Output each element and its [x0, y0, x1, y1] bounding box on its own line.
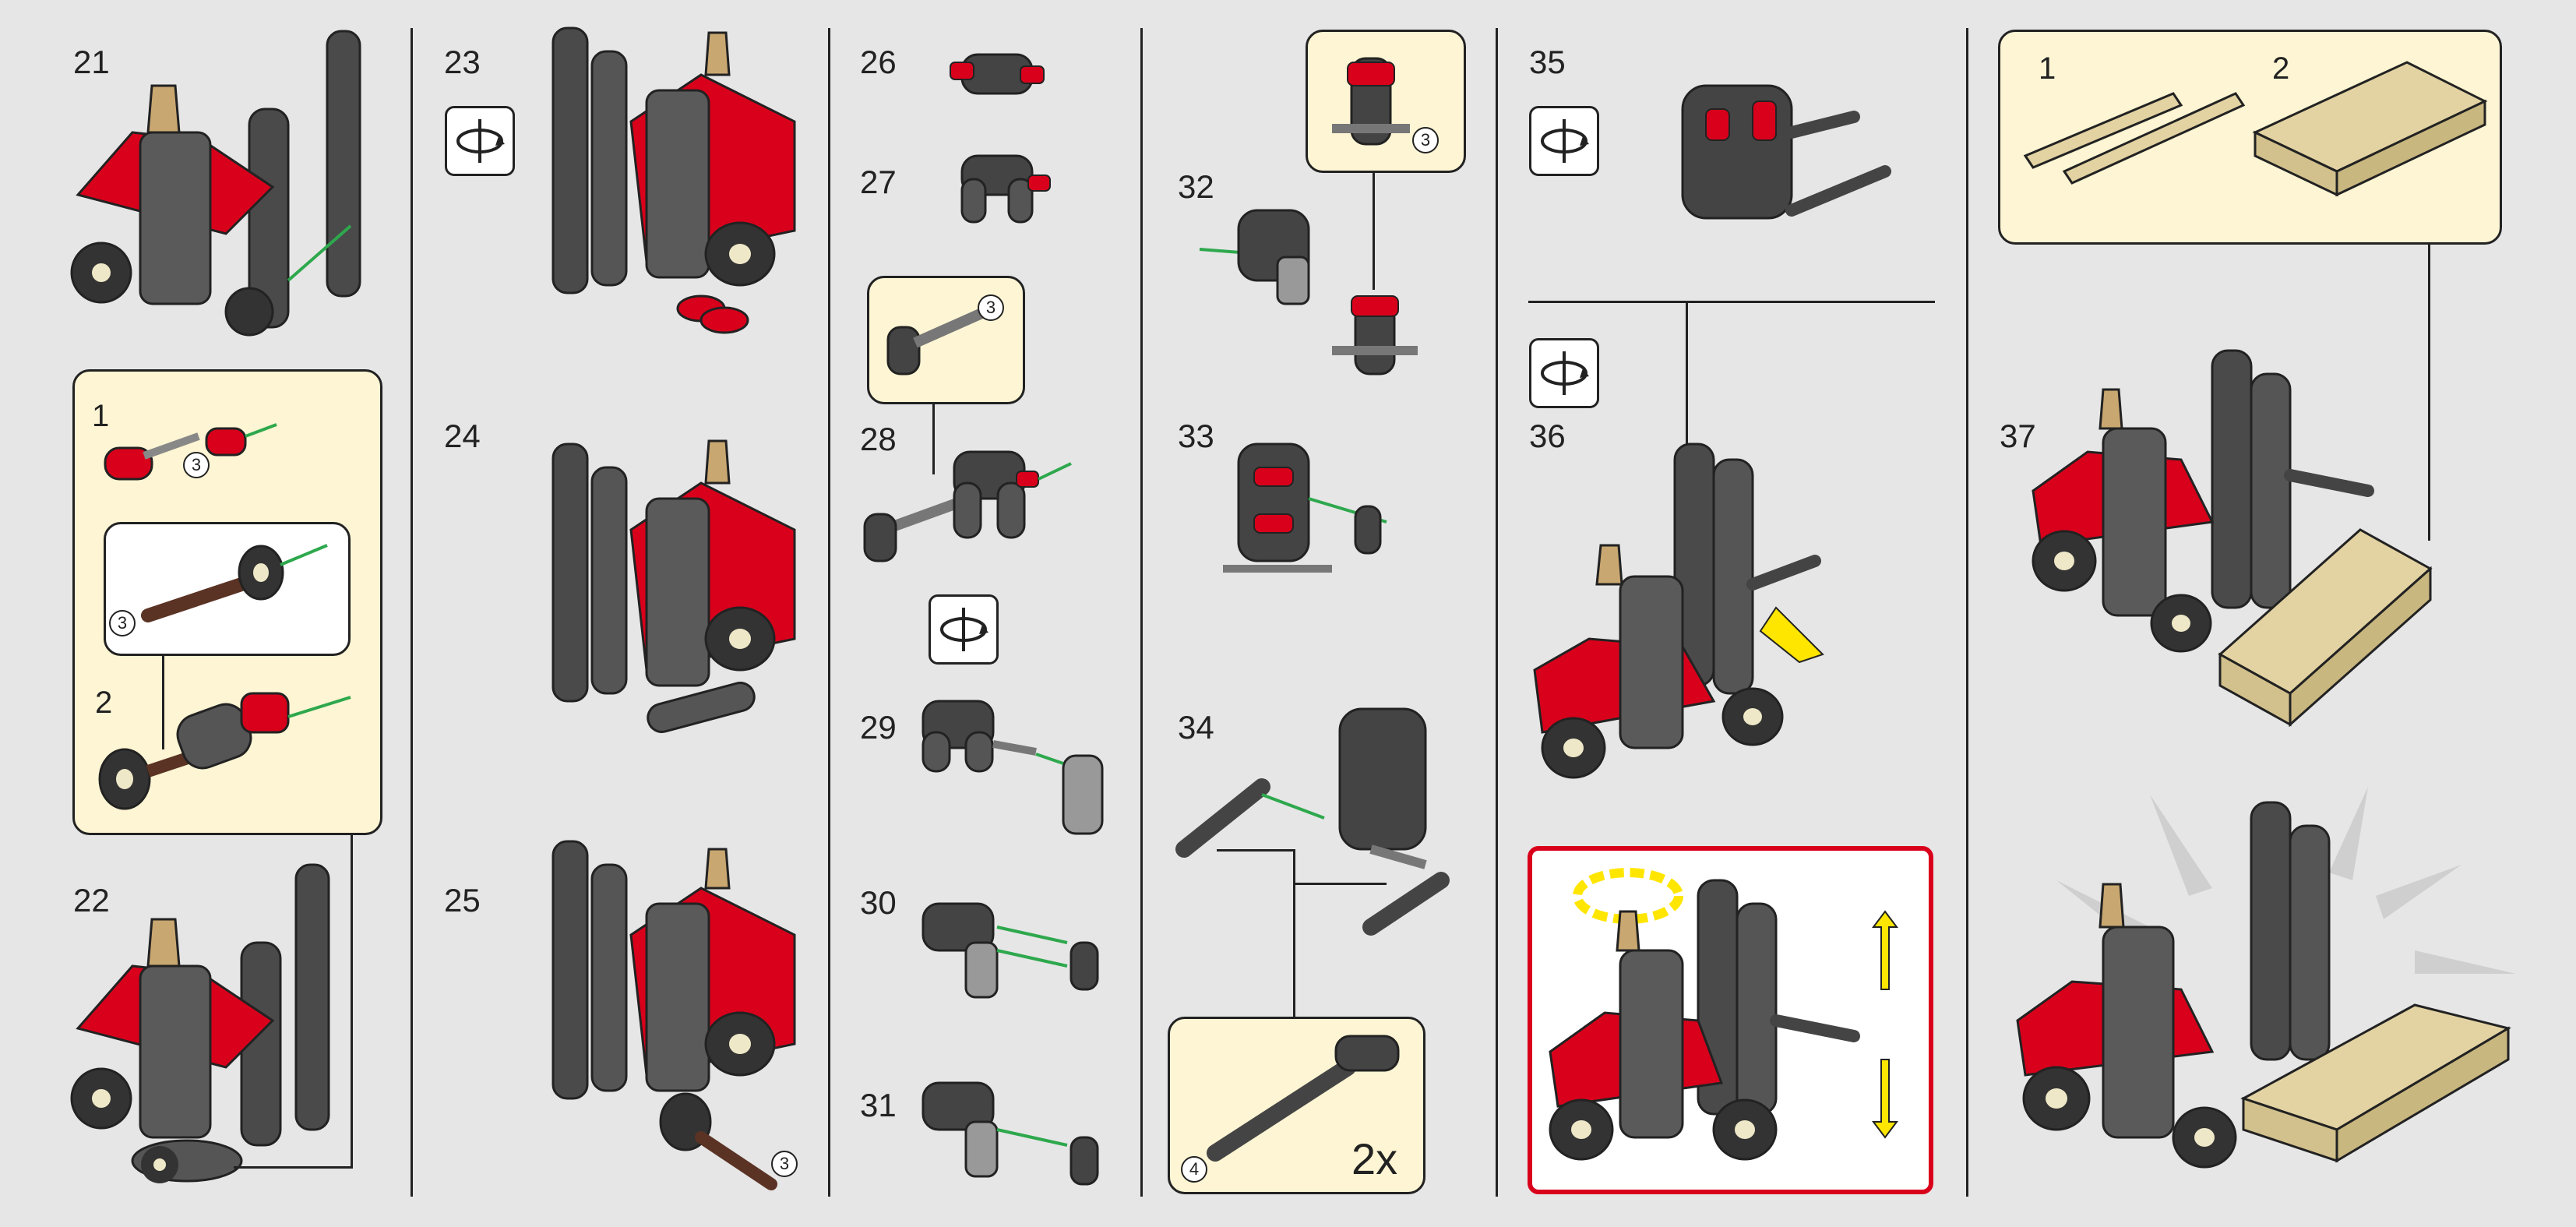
- column-divider: [1966, 28, 1968, 1197]
- model-illustration: [922, 902, 1099, 999]
- separator-line: [1528, 301, 1935, 303]
- column-divider: [411, 28, 413, 1197]
- axle-part-illustration: [886, 306, 988, 376]
- model-illustration: [551, 26, 796, 334]
- step-number: 31: [860, 1087, 897, 1123]
- quantity-badge: 3: [771, 1151, 798, 1177]
- rotate-model-icon: [1529, 338, 1599, 408]
- axle-wheel-illustration: [141, 544, 328, 622]
- sub-step-number: 1: [92, 399, 110, 433]
- quantity-badge: 3: [109, 610, 136, 636]
- step-number: 36: [1529, 418, 1566, 454]
- step-number: 22: [73, 882, 110, 918]
- pallet-part-illustration: [2023, 92, 2246, 185]
- model-illustration: [551, 439, 796, 733]
- sub-step-number: 2: [2272, 51, 2290, 86]
- step-number: 24: [444, 418, 481, 454]
- model-illustration: [70, 863, 330, 1183]
- step-number: 23: [444, 44, 481, 80]
- column-divider: [1140, 28, 1143, 1197]
- sub-step-number: 2: [95, 686, 113, 720]
- quantity-badge: 3: [183, 452, 210, 478]
- axle-part-illustration: [104, 423, 277, 481]
- connector-line: [1293, 849, 1295, 1017]
- step-number: 26: [860, 44, 897, 80]
- step-number: 27: [860, 164, 897, 200]
- connector-line: [932, 404, 935, 474]
- model-illustration: [922, 1081, 1099, 1186]
- quantity-badge: 4: [1181, 1156, 1207, 1183]
- part-illustration: [950, 53, 1045, 95]
- model-illustration: [922, 700, 1104, 835]
- connector-line: [1217, 849, 1295, 851]
- inner-callout: [104, 522, 351, 656]
- step-number: 28: [860, 421, 897, 457]
- model-illustration: [2032, 349, 2433, 728]
- multiplier-label: 2x: [1351, 1134, 1398, 1183]
- axle-part-illustration: [1207, 1035, 1400, 1162]
- step-number: 32: [1178, 168, 1214, 205]
- sub-step-number: 1: [2039, 51, 2056, 86]
- model-illustration: [551, 840, 796, 1190]
- step-number: 29: [860, 709, 897, 746]
- step-number: 33: [1178, 418, 1214, 454]
- column-divider: [1496, 28, 1498, 1197]
- rotate-model-icon: [1529, 106, 1599, 176]
- connector-line: [1686, 301, 1688, 488]
- connector-line: [1293, 883, 1387, 885]
- connector-line: [162, 656, 164, 749]
- rotate-model-icon: [445, 106, 515, 176]
- connector-line: [2428, 245, 2430, 541]
- model-illustration: [1549, 868, 1898, 1161]
- model-illustration: [70, 30, 361, 337]
- column-divider: [828, 28, 830, 1197]
- model-illustration: [863, 450, 1072, 562]
- model-illustration: [1199, 209, 1418, 376]
- part-illustration: [1332, 57, 1410, 146]
- rotate-model-icon: [929, 594, 999, 665]
- quantity-badge: 3: [1412, 127, 1439, 153]
- connector-line: [234, 1166, 353, 1169]
- step-number: 25: [444, 882, 481, 918]
- step-number: 34: [1178, 709, 1214, 746]
- part-illustration: [960, 154, 1051, 224]
- step-number: 35: [1529, 44, 1566, 80]
- model-illustration: [1681, 84, 1891, 220]
- quantity-badge: 3: [978, 294, 1004, 321]
- connector-line: [1373, 173, 1375, 290]
- pallet-part-illustration: [2252, 61, 2488, 197]
- connector-line: [351, 835, 353, 1169]
- step-number: 21: [73, 44, 110, 80]
- step-number: 30: [860, 884, 897, 921]
- step-number: 37: [2000, 418, 2036, 454]
- model-illustration: [1175, 707, 1450, 936]
- completed-model-illustration: [2016, 787, 2516, 1169]
- model-illustration: [1223, 442, 1387, 573]
- wheel-assembly-illustration: [98, 692, 351, 810]
- model-illustration: [1533, 442, 1824, 779]
